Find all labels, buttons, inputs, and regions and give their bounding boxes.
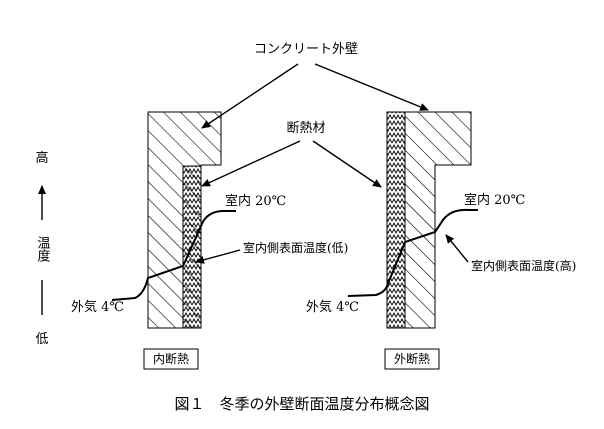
- arrow-right-surface: [445, 234, 469, 263]
- right-wall: [404, 111, 472, 329]
- left-surface-label: 室内側表面温度(低): [243, 240, 348, 255]
- label-concrete-wall: コンクリート外壁: [254, 42, 358, 57]
- right-outdoor-label: 外気 4℃: [306, 299, 359, 315]
- left-outdoor-label: 外気 4℃: [71, 299, 124, 315]
- right-surface-label: 室内側表面温度(高): [471, 258, 576, 273]
- left-temperature-curve: [111, 210, 236, 301]
- right-indoor-label: 室内 20℃: [464, 192, 525, 208]
- right-insulation: [386, 111, 406, 329]
- figure-caption: 図１ 冬季の外壁断面温度分布概念図: [174, 395, 429, 413]
- arrow-insulation-left: [201, 140, 301, 187]
- arrow-insulation-right: [312, 140, 382, 188]
- axis-low-label: 低: [35, 332, 48, 347]
- left-type-label: 内断熱: [153, 351, 189, 366]
- axis-high-label: 高: [35, 150, 48, 166]
- left-indoor-label: 室内 20℃: [225, 193, 286, 209]
- arrow-concrete-right: [314, 63, 429, 111]
- left-type-box: [143, 348, 199, 370]
- label-insulation: 断熱材: [286, 121, 325, 136]
- axis-temp-label: 温度: [35, 236, 51, 262]
- right-type-box: [384, 348, 440, 370]
- arrow-concrete-left: [201, 63, 299, 129]
- right-type-label: 外断熱: [394, 351, 430, 366]
- arrow-left-surface: [195, 249, 241, 264]
- right-temperature-curve: [347, 208, 478, 297]
